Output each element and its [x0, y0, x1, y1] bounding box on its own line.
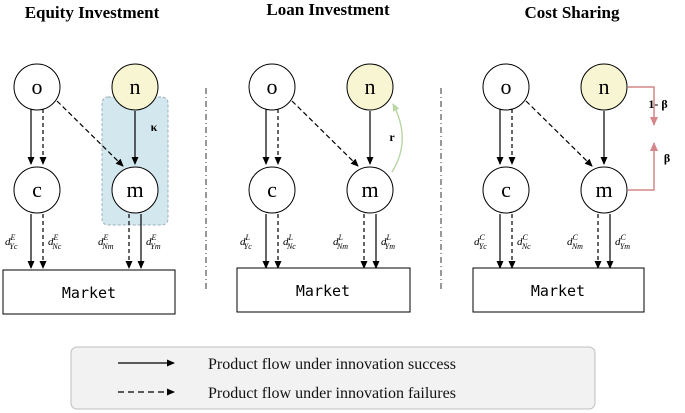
- panel-title: Equity Investment: [25, 3, 160, 22]
- arrow-o-m-dashed: [291, 100, 359, 167]
- node-o: [13, 63, 61, 111]
- param-beta: β: [664, 151, 670, 165]
- market-label: Market: [296, 282, 350, 300]
- node-m: [346, 166, 394, 214]
- node-m-label: m: [595, 177, 612, 202]
- node-c: [13, 166, 61, 214]
- arrow-o-m-dashed: [525, 100, 593, 167]
- market-box: [236, 267, 411, 313]
- node-c: [248, 166, 296, 214]
- node-o: [482, 63, 530, 111]
- node-n: [580, 63, 628, 111]
- node-m: [580, 166, 628, 214]
- param-kappa: κ: [151, 120, 158, 134]
- node-c-label: c: [267, 177, 277, 202]
- legend-dashed-label: Product flow under innovation failures: [208, 385, 456, 402]
- node-n: [111, 63, 159, 111]
- arrow-one-minus-beta: [628, 86, 658, 126]
- node-m-label: m: [126, 177, 143, 202]
- market-box: [472, 267, 645, 313]
- node-n-label: n: [599, 74, 610, 99]
- arrow-r-curve: [391, 103, 403, 173]
- market-label: Market: [62, 284, 116, 302]
- param-one-minus-beta: 1- β: [648, 97, 667, 111]
- legend: Product flow under innovation success Pr…: [70, 346, 596, 410]
- param-r: r: [389, 130, 395, 144]
- panel-title: Loan Investment: [266, 0, 390, 19]
- legend-box: [70, 346, 596, 410]
- node-o: [248, 63, 296, 111]
- node-o-label: o: [32, 74, 43, 99]
- panel-title: Cost Sharing: [525, 3, 620, 22]
- node-n-label: n: [130, 74, 141, 99]
- node-o-label: o: [501, 74, 512, 99]
- node-m: [111, 166, 159, 214]
- arrow-beta: [628, 142, 658, 191]
- market-box: [2, 269, 176, 315]
- legend-solid-label: Product flow under innovation success: [208, 356, 456, 373]
- node-n: [346, 63, 394, 111]
- node-c-label: c: [501, 177, 511, 202]
- node-c: [482, 166, 530, 214]
- node-m-label: m: [361, 177, 378, 202]
- market-label: Market: [531, 282, 585, 300]
- node-o-label: o: [267, 74, 278, 99]
- node-n-label: n: [365, 74, 376, 99]
- node-c-label: c: [32, 177, 42, 202]
